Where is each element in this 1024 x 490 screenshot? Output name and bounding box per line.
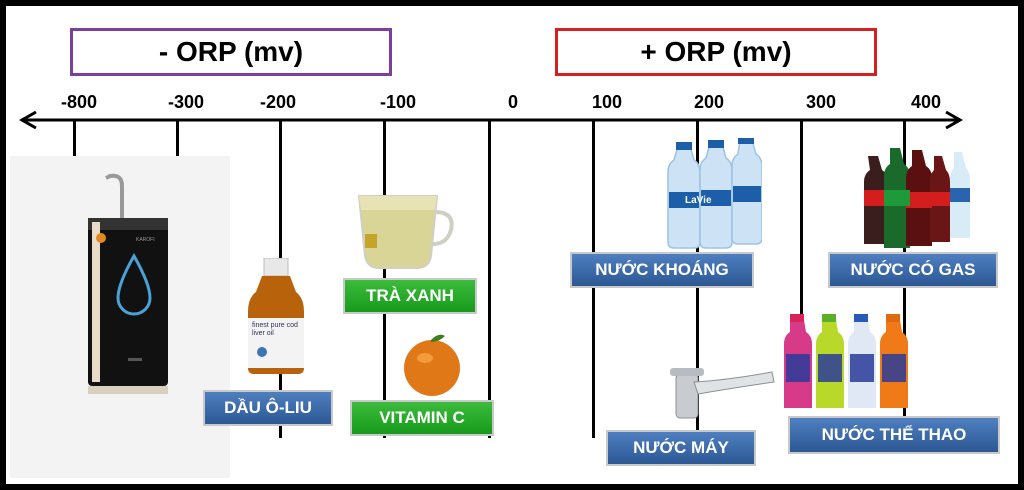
tick-minus-300: -300 [167, 92, 205, 112]
label-mineral-water: NƯỚC KHOÁNG [570, 252, 754, 288]
label-tap-water: NƯỚC MÁY [606, 430, 756, 466]
tick-100: 100 [591, 92, 623, 112]
oil-bottle-text: finest pure cod liver oil [252, 322, 298, 337]
water-purifier-illustration [10, 156, 230, 478]
tick-minus-200: -200 [259, 92, 297, 112]
label-green-tea: TRÀ XANH [343, 278, 477, 314]
sports-drink-bottles-illustration [784, 314, 912, 410]
negative-orp-header: - ORP (mv) [70, 28, 392, 76]
marker-line-zero [488, 120, 491, 438]
purifier-brand-text: KAROFI [136, 237, 155, 243]
marker-line-minus-800 [73, 120, 76, 160]
label-vitamin-c: VITAMIN C [350, 400, 494, 436]
green-tea-cup-illustration [351, 190, 461, 272]
orp-diagram: - ORP (mv) + ORP (mv) -800 -300 -200 -10… [6, 6, 1018, 484]
tick-400: 400 [910, 92, 942, 112]
oil-bottle-illustration [244, 257, 308, 376]
water-brand-text: LaVie [685, 195, 712, 206]
left-arrow-icon [18, 110, 37, 130]
right-arrow-icon [945, 110, 964, 130]
tick-minus-100: -100 [379, 92, 417, 112]
marker-line-sports [800, 120, 803, 320]
mineral-water-bottles-illustration [666, 138, 763, 250]
label-soda: NƯỚC CÓ GAS [828, 252, 998, 288]
tick-0: 0 [507, 92, 519, 112]
tick-300: 300 [805, 92, 837, 112]
soda-bottles-illustration [864, 142, 970, 250]
tick-minus-800: -800 [60, 92, 98, 112]
tick-200: 200 [693, 92, 725, 112]
label-sports-drink: NƯỚC THỂ THAO [788, 416, 1000, 454]
positive-orp-header: + ORP (mv) [555, 28, 877, 76]
orange-illustration [401, 330, 463, 398]
marker-line-minus-300 [176, 120, 179, 160]
label-olive-oil: DẦU Ô-LIU [203, 390, 333, 426]
faucet-illustration [668, 360, 778, 422]
